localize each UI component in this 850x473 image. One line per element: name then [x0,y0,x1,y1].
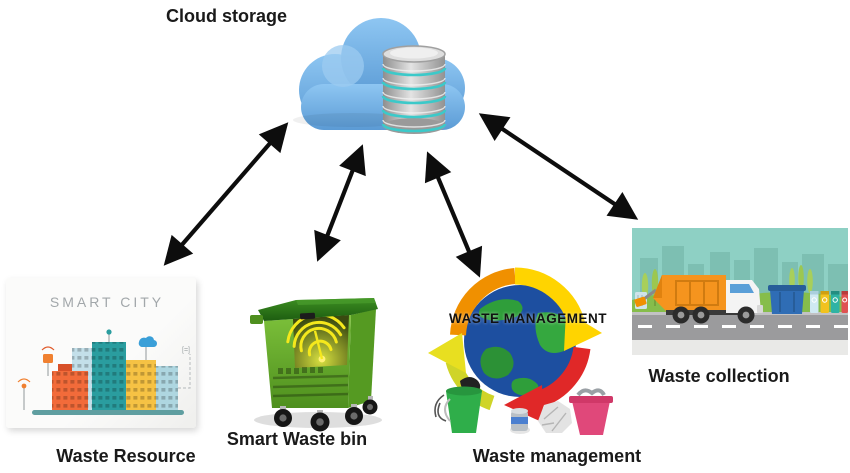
arrow-cloud-waste-resource [163,122,289,266]
waste-management-image: WASTE MANAGEMENT [420,253,622,438]
waste-resource-label: Waste Resource [56,446,196,466]
smart-city-buildings-icon: [=] [17,329,191,415]
garbage-truck-scene-icon [632,228,848,355]
smart-city-caption: SMART CITY [49,294,165,310]
cloud-database-icon [293,18,465,134]
arrow-cloud-waste-collection [478,113,639,220]
smart-bin-wifi-icon [250,298,382,432]
cloud-storage-label: Cloud storage [166,6,288,26]
waste-resource-image: SMART CITY [6,278,196,428]
recycle-globe-icon [428,267,613,435]
waste-collection-label: Waste collection [648,366,790,386]
arrow-cloud-smart-waste-bin [314,144,366,262]
arrow-cloud-waste-management [424,151,483,278]
svg-text:[=]: [=] [182,347,190,354]
waste-management-label: Waste management [472,446,642,466]
waste-management-caption: WASTE MANAGEMENT [449,311,607,326]
smart-waste-bin-label: Smart Waste bin [226,429,368,449]
